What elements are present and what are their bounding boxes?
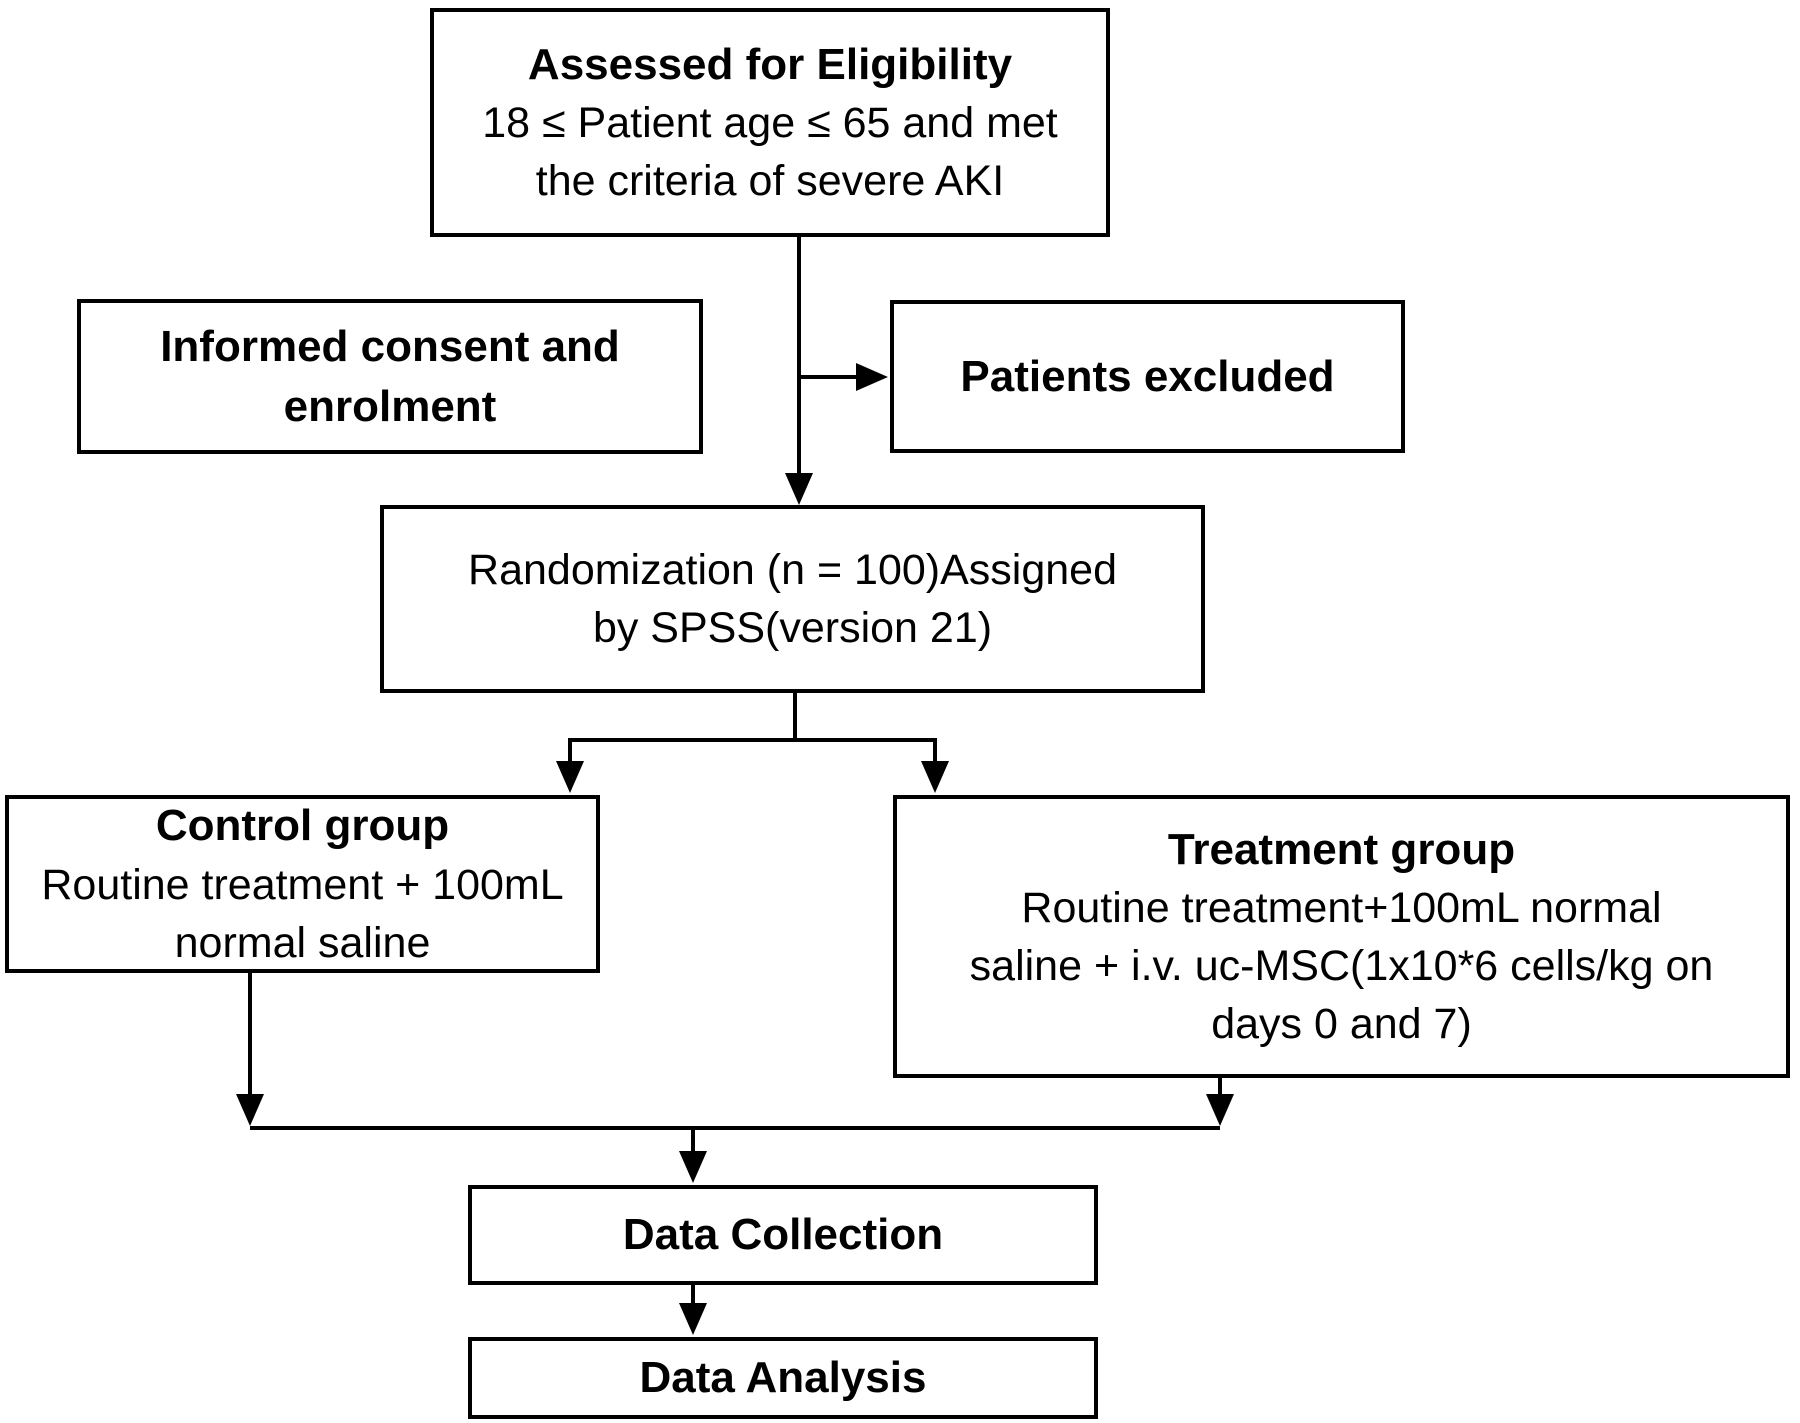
node-text-line: normal saline [174,918,431,967]
node-title: Patients excluded [960,351,1335,401]
edge-eligibility-excluded [799,363,888,391]
node-treatment-group: Treatment group Routine treatment+100mL … [893,795,1790,1078]
node-text-line: by SPSS(version 21) [592,604,993,652]
node-title: Data Analysis [639,1353,927,1403]
node-data-collection: Data Collection [468,1185,1098,1285]
arrowhead-right-icon [856,363,888,391]
node-data-analysis: Data Analysis [468,1337,1098,1419]
edge-randomization-control [556,693,935,793]
node-informed-consent: Informed consent and enrolment [77,299,703,454]
edge-control-join [236,973,264,1126]
node-title: Data Collection [622,1210,944,1260]
arrowhead-down-icon [556,761,584,793]
arrowhead-down-icon [785,473,813,505]
arrowhead-down-icon [921,761,949,793]
node-title: Informed consent and [160,322,620,372]
node-text-line: the criteria of severe AKI [535,157,1005,206]
node-text-line: Routine treatment + 100mL [41,860,564,909]
node-text-line: saline + i.v. uc-MSC(1x10*6 cells/kg on [969,942,1714,991]
arrowhead-down-icon [679,1151,707,1183]
node-control-group: Control group Routine treatment + 100mL … [5,795,600,973]
arrowhead-down-icon [679,1303,707,1335]
node-patients-excluded: Patients excluded [890,300,1405,453]
node-title: Control group [155,801,450,851]
edge-data-collection-data-analysis [679,1285,707,1335]
node-title: enrolment [283,381,497,431]
edge-eligibility-randomization [785,237,813,505]
node-text-line: Randomization (n = 100)Assigned [468,545,1117,594]
arrowhead-down-icon [236,1094,264,1126]
node-assessed-for-eligibility: Assessed for Eligibility 18 ≤ Patient ag… [430,8,1110,237]
node-text-line: 18 ≤ Patient age ≤ 65 and met [482,99,1058,148]
edge-treatment-join [1206,1078,1234,1126]
edge-randomization-treatment [921,738,949,793]
edge-join-data-collection [250,1126,1220,1183]
node-title: Assessed for Eligibility [527,39,1013,89]
node-title: Treatment group [1167,824,1516,874]
node-text-line: Routine treatment+100mL normal [1021,884,1662,933]
arrowhead-down-icon [1206,1094,1234,1126]
node-text-line: days 0 and 7) [1211,1000,1472,1049]
node-randomization: Randomization (n = 100)Assigned by SPSS(… [380,505,1205,693]
